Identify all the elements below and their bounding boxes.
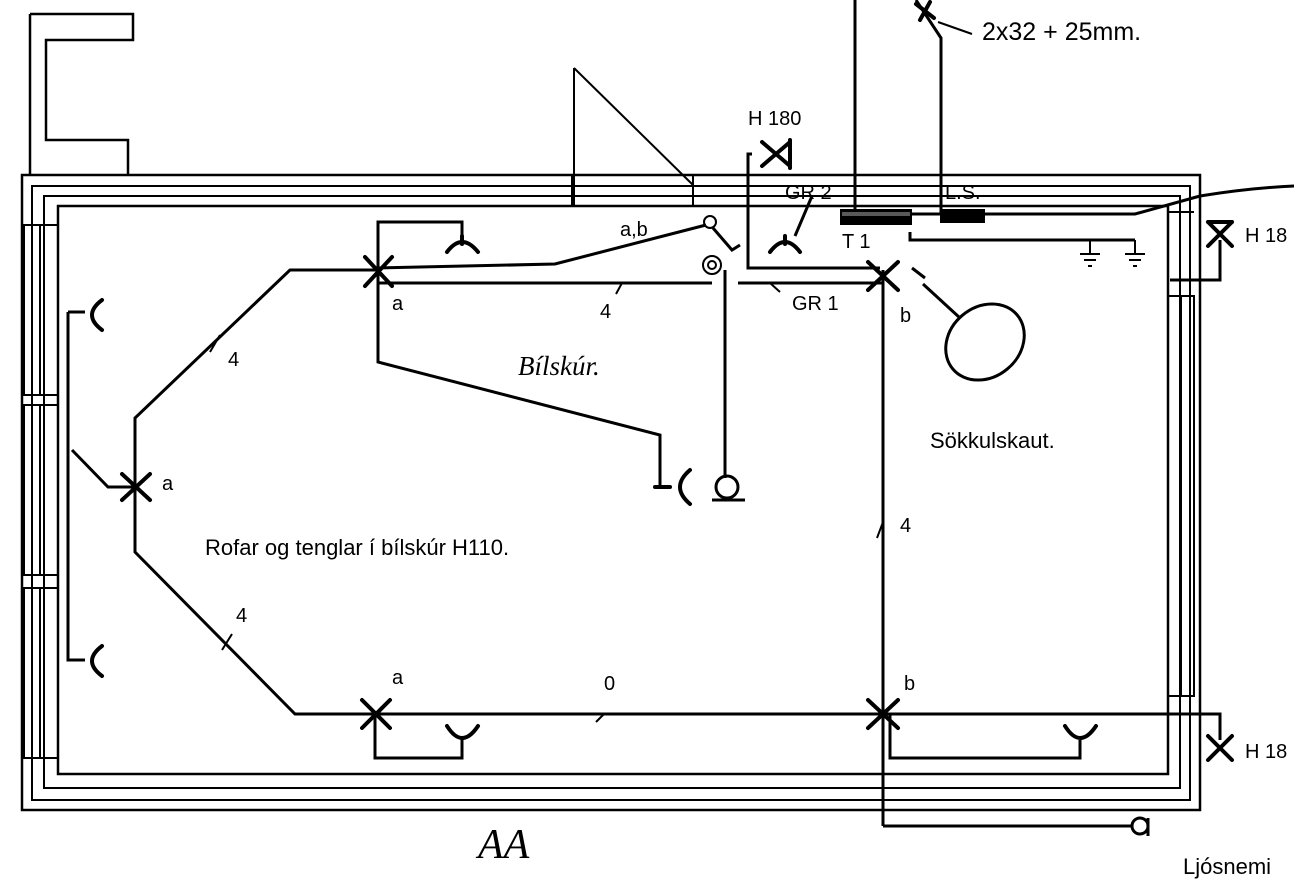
t1-label: T 1 <box>842 231 871 253</box>
a-left-label: a <box>162 473 174 495</box>
outlet-h180 <box>760 138 792 170</box>
a-bottom-label: a <box>392 667 404 689</box>
cable-spec-label: 2x32 + 25mm. <box>982 18 1141 46</box>
socket-bottom-right <box>1063 724 1098 740</box>
lamp-a-top <box>363 255 394 288</box>
socket-left-top <box>90 298 104 332</box>
num4-bottom-left: 4 <box>236 605 247 627</box>
lamp-b-bottom <box>866 698 900 730</box>
outlet-h18-top <box>1206 220 1234 248</box>
h18-top-label: H 18 <box>1245 225 1287 247</box>
outlet-h18-bottom <box>1206 734 1234 762</box>
lamp-a-bottom <box>360 698 392 730</box>
walls <box>20 12 1202 812</box>
socket-lower-center <box>653 468 692 506</box>
light-sensor-label: Ljósnemi <box>1183 854 1271 879</box>
switches-note: Rofar og tenglar í bílskúr H110. <box>205 535 509 560</box>
section-label: AA <box>475 822 530 868</box>
wiring <box>66 0 1294 828</box>
num4-top: 4 <box>600 301 611 323</box>
b-top-label: b <box>900 305 911 327</box>
b-bottom-label: b <box>904 673 915 695</box>
labels: 2x32 + 25mm. H 180 H 18 H 18 GR 2 L.S. a… <box>162 18 1287 879</box>
lamp-b-top <box>866 260 900 292</box>
room-name: Bílskúr. <box>518 351 600 381</box>
num0-bottom: 0 <box>604 673 615 695</box>
socket-left-bottom <box>90 644 104 678</box>
ab-label: a,b <box>620 219 648 241</box>
gr2-label: GR 2 <box>785 182 832 204</box>
symbols <box>90 0 1234 836</box>
num4-right: 4 <box>900 515 911 537</box>
num4-left: 4 <box>228 349 239 371</box>
lamp-a-left <box>120 472 152 502</box>
ls-label: L.S. <box>945 182 981 204</box>
h180-label: H 180 <box>748 108 801 130</box>
gr1-label: GR 1 <box>792 293 839 315</box>
socket-top-left <box>445 234 480 254</box>
a-top-label: a <box>392 293 404 315</box>
socket-bottom-left <box>445 724 480 740</box>
socket-gr2 <box>768 234 802 254</box>
ground-electrode-label: Sökkulskaut. <box>930 428 1055 453</box>
h18-bottom-label: H 18 <box>1245 741 1287 763</box>
